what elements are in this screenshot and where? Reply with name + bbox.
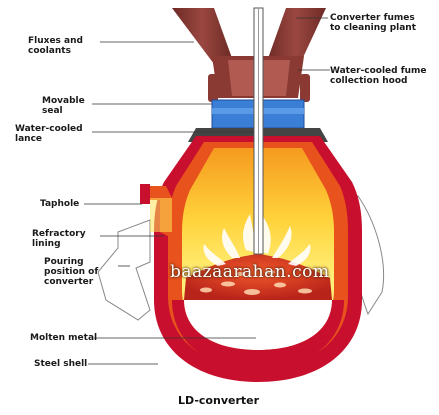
label-hood: Water-cooled fume collection hood (330, 66, 427, 86)
molten-metal (184, 300, 332, 350)
water-cooled-lance (253, 7, 264, 255)
label-fumes: Converter fumes to cleaning plant (330, 13, 417, 33)
label-molten: Molten metal (30, 333, 98, 343)
flame-tongues (203, 210, 311, 266)
leader-lines (84, 17, 330, 365)
label-pouring: Pouring position of converter (44, 257, 99, 287)
label-fluxes: Fluxes and coolants (28, 36, 83, 56)
shell-bottom (172, 300, 344, 370)
label-shell: Steel shell (34, 359, 88, 369)
slag-bubbles (200, 270, 312, 295)
label-lance: Water-cooled lance (15, 124, 83, 144)
diagram-caption: LD-converter (178, 394, 260, 407)
label-seal: Movable seal (42, 96, 85, 116)
label-taphole: Taphole (40, 199, 80, 209)
fume-hood (172, 8, 326, 102)
taphole (140, 184, 172, 238)
watermark: baazaarahan.com (170, 262, 330, 282)
label-refractory: Refractory lining (32, 229, 86, 249)
